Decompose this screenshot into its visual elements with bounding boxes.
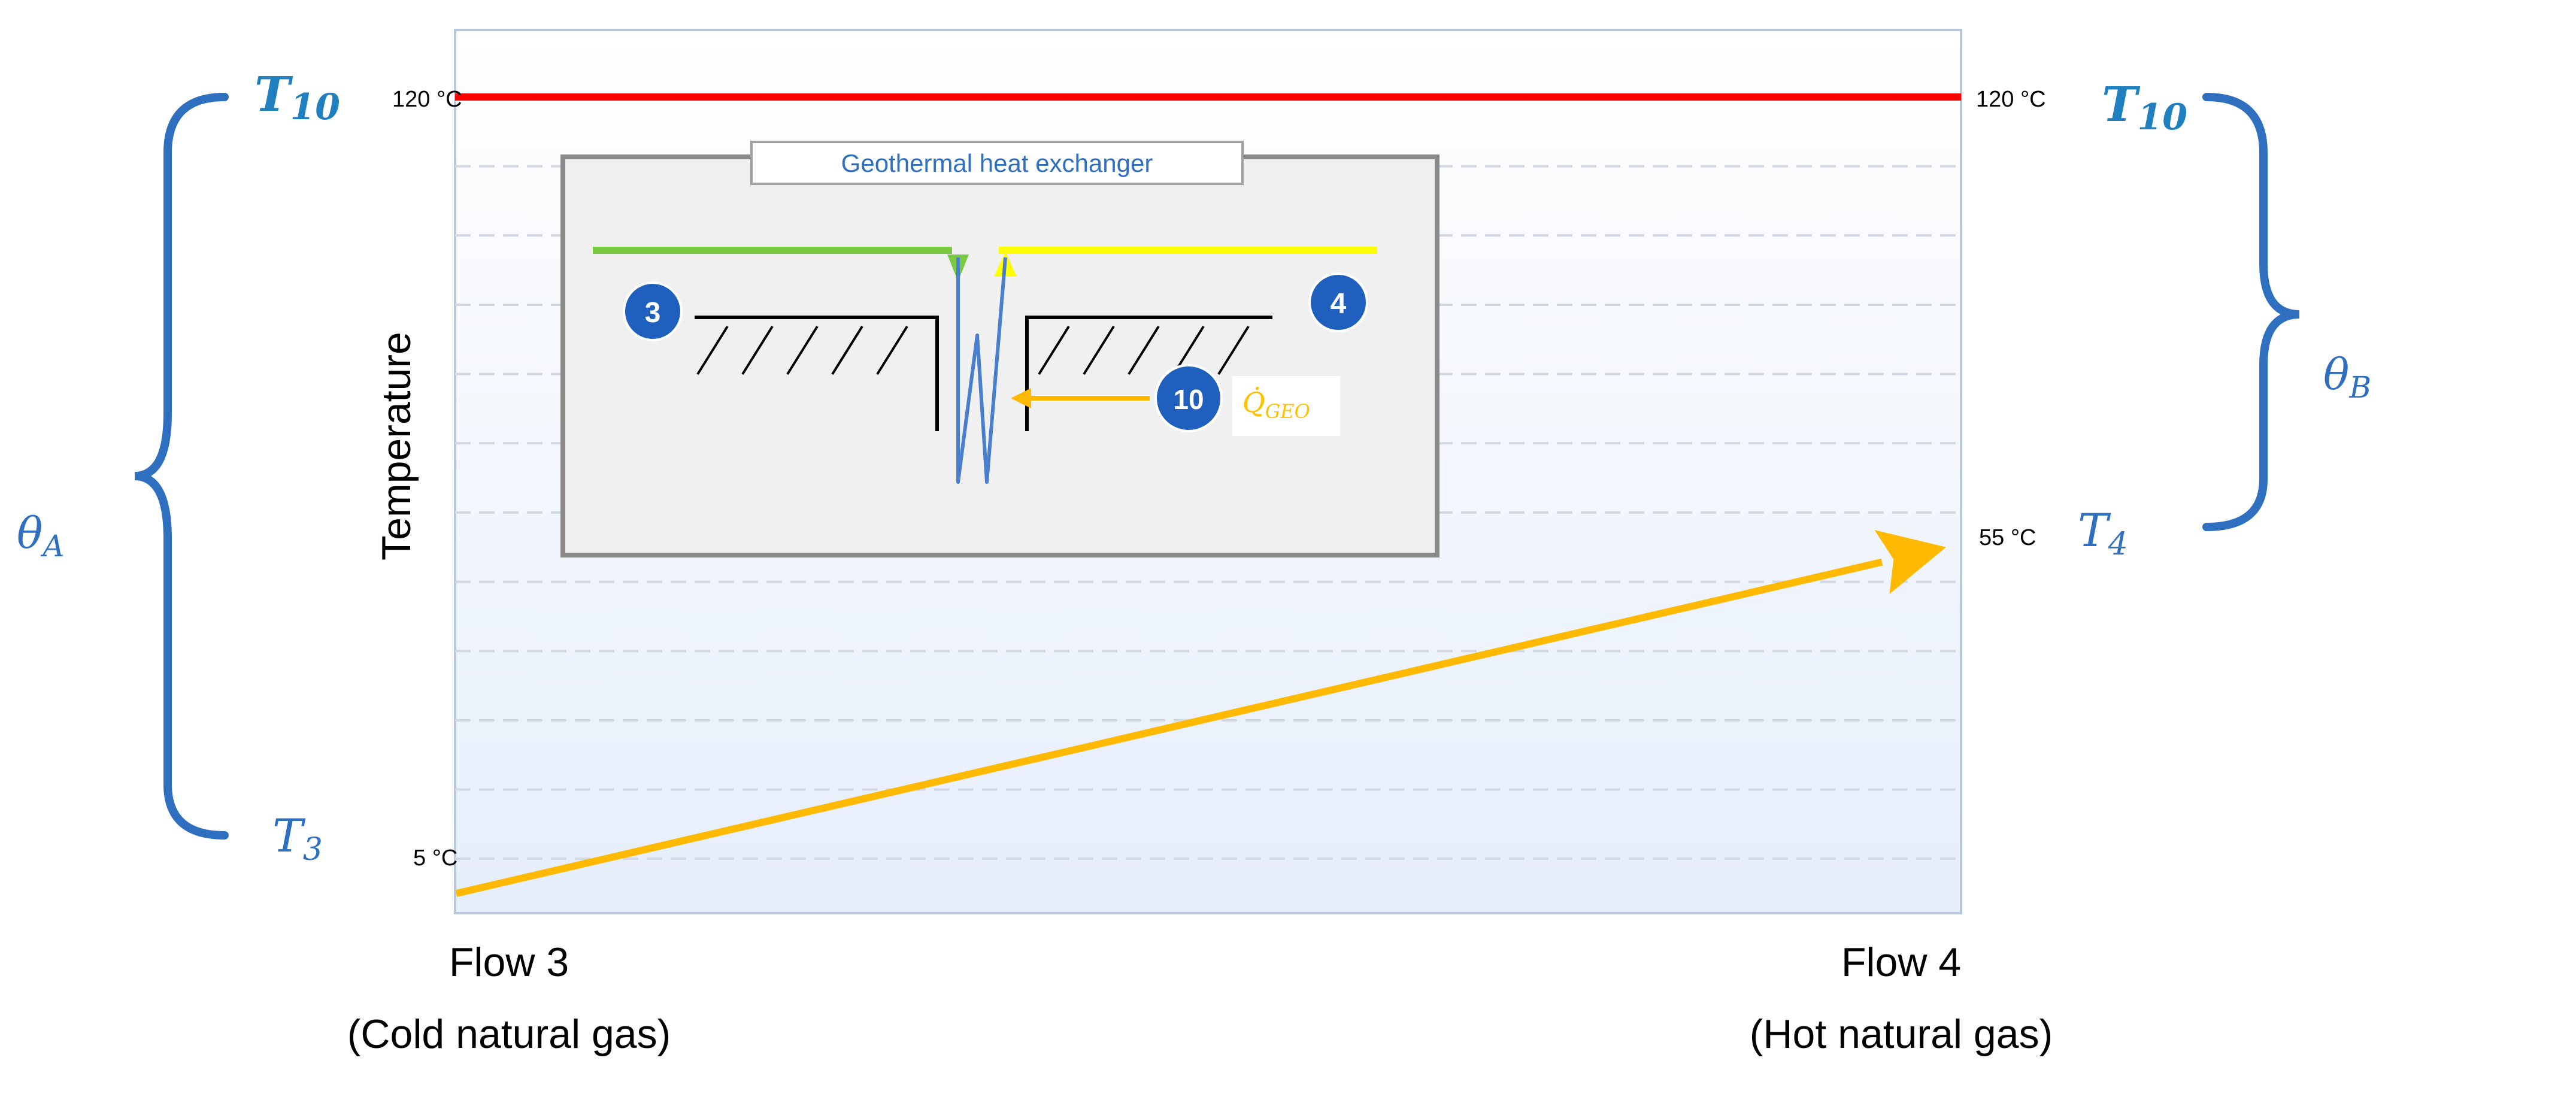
- y-axis-label: Temperature: [374, 332, 419, 560]
- symbol-theta-b: θB: [2323, 349, 2371, 405]
- x-label-flow-4: Flow 4: [1841, 940, 1961, 985]
- inset-box: [560, 154, 1439, 557]
- x-sublabel-cold-gas: (Cold natural gas): [347, 1011, 671, 1057]
- tick-label-120-left: 120 °C: [392, 87, 462, 112]
- q-geo-label: Q̇GEO: [1242, 386, 1310, 423]
- symbol-t10-left: T10: [254, 66, 340, 128]
- geo-heat-arrowhead: [1011, 388, 1031, 408]
- symbol-t3: T3: [272, 809, 323, 868]
- right-brace-theta-b: [2202, 93, 2300, 531]
- node-10: [1154, 364, 1223, 432]
- symbol-t4: T4: [2078, 504, 2128, 562]
- x-label-flow-3: Flow 3: [449, 940, 569, 985]
- node-4-label: 4: [1331, 288, 1347, 320]
- node-4: [1308, 272, 1368, 332]
- geothermal-inset: Geothermal heat exchanger 3: [560, 141, 1439, 557]
- heating-arrowhead: [1874, 530, 1946, 595]
- node-3-label: 3: [645, 297, 661, 329]
- borehole-pipe: [956, 257, 1007, 484]
- tick-label-55: 55 °C: [1979, 525, 2036, 550]
- q-geo-box: [1232, 376, 1340, 436]
- tick-label-5: 5 °C: [413, 846, 457, 871]
- ground-left: [695, 316, 939, 431]
- natural-gas-heating-line: [455, 558, 1883, 897]
- node-3: [623, 281, 683, 341]
- symbol-theta-a: θA: [17, 508, 64, 563]
- node-10-label: 10: [1173, 384, 1204, 415]
- left-brace-theta-a: [134, 93, 229, 840]
- inset-title: Geothermal heat exchanger: [841, 149, 1153, 177]
- symbol-t10-right: T10: [2102, 76, 2187, 138]
- tick-label-120-right: 120 °C: [1976, 87, 2046, 112]
- x-sublabel-hot-gas: (Hot natural gas): [1750, 1011, 2053, 1057]
- inset-title-box: [750, 141, 1244, 185]
